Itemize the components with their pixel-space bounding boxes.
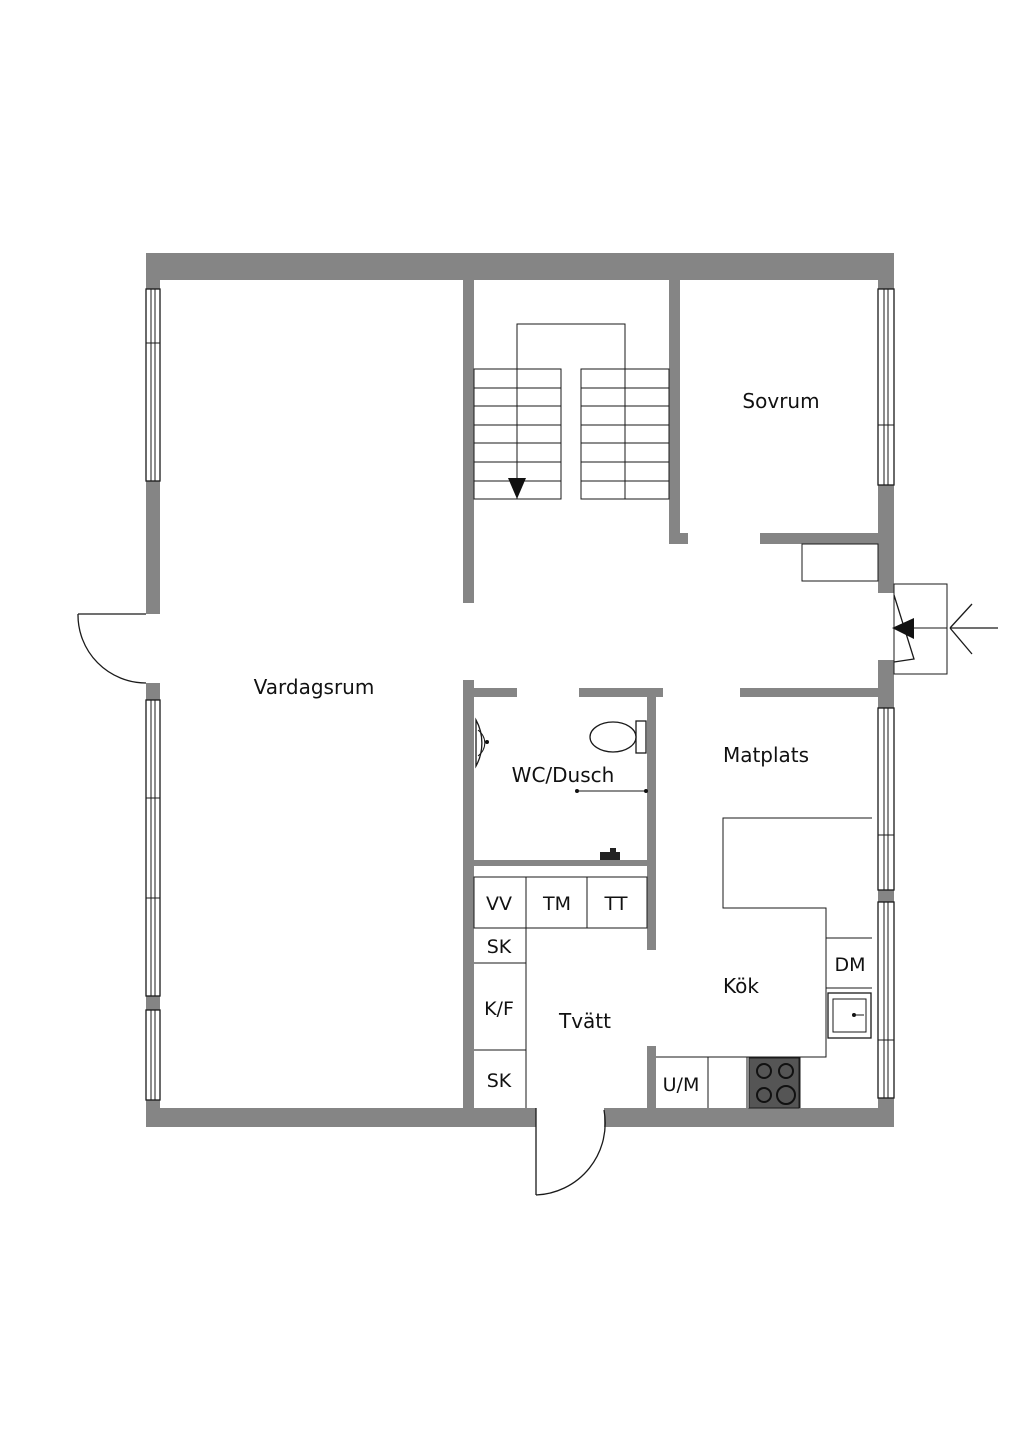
triangle-down-icon [508, 478, 526, 499]
laundry-fixtures [473, 876, 648, 1108]
closet [801, 543, 879, 582]
fixture-label-um: U/M [663, 1074, 700, 1096]
door-bottom [535, 1108, 606, 1196]
windows [145, 288, 895, 1101]
room-label-kok: Kök [723, 974, 759, 998]
entrance-arrow-icon [949, 603, 998, 655]
fixture-label-vv: VV [486, 893, 512, 915]
washbasin-icon [475, 717, 489, 769]
fixture-label-dm: DM [834, 954, 865, 976]
room-label-matplats: Matplats [723, 743, 809, 767]
room-label-tvatt: Tvätt [558, 1009, 611, 1033]
staircase [473, 323, 670, 500]
kitchen-counter [656, 817, 872, 1058]
fixture-label-tt: TT [604, 893, 628, 915]
fixture-label-kf: K/F [484, 998, 514, 1020]
room-label-sovrum: Sovrum [742, 389, 819, 413]
fixture-label-sk-top: SK [487, 936, 512, 958]
shower-rail [575, 789, 648, 793]
room-label-wc-dusch: WC/Dusch [512, 763, 615, 787]
fixture-label-sk-bottom: SK [487, 1070, 512, 1092]
door-left [77, 613, 147, 684]
stove-icon [748, 1057, 800, 1109]
sink-icon [827, 992, 872, 1039]
exterior-walls [146, 253, 894, 1127]
triangle-left-icon [892, 618, 914, 639]
fixture-label-tm: TM [542, 893, 571, 915]
room-label-vardagsrum: Vardagsrum [254, 675, 375, 699]
toilet-icon [589, 720, 647, 754]
interior-walls [463, 280, 894, 1110]
faucet-icon [600, 848, 620, 860]
